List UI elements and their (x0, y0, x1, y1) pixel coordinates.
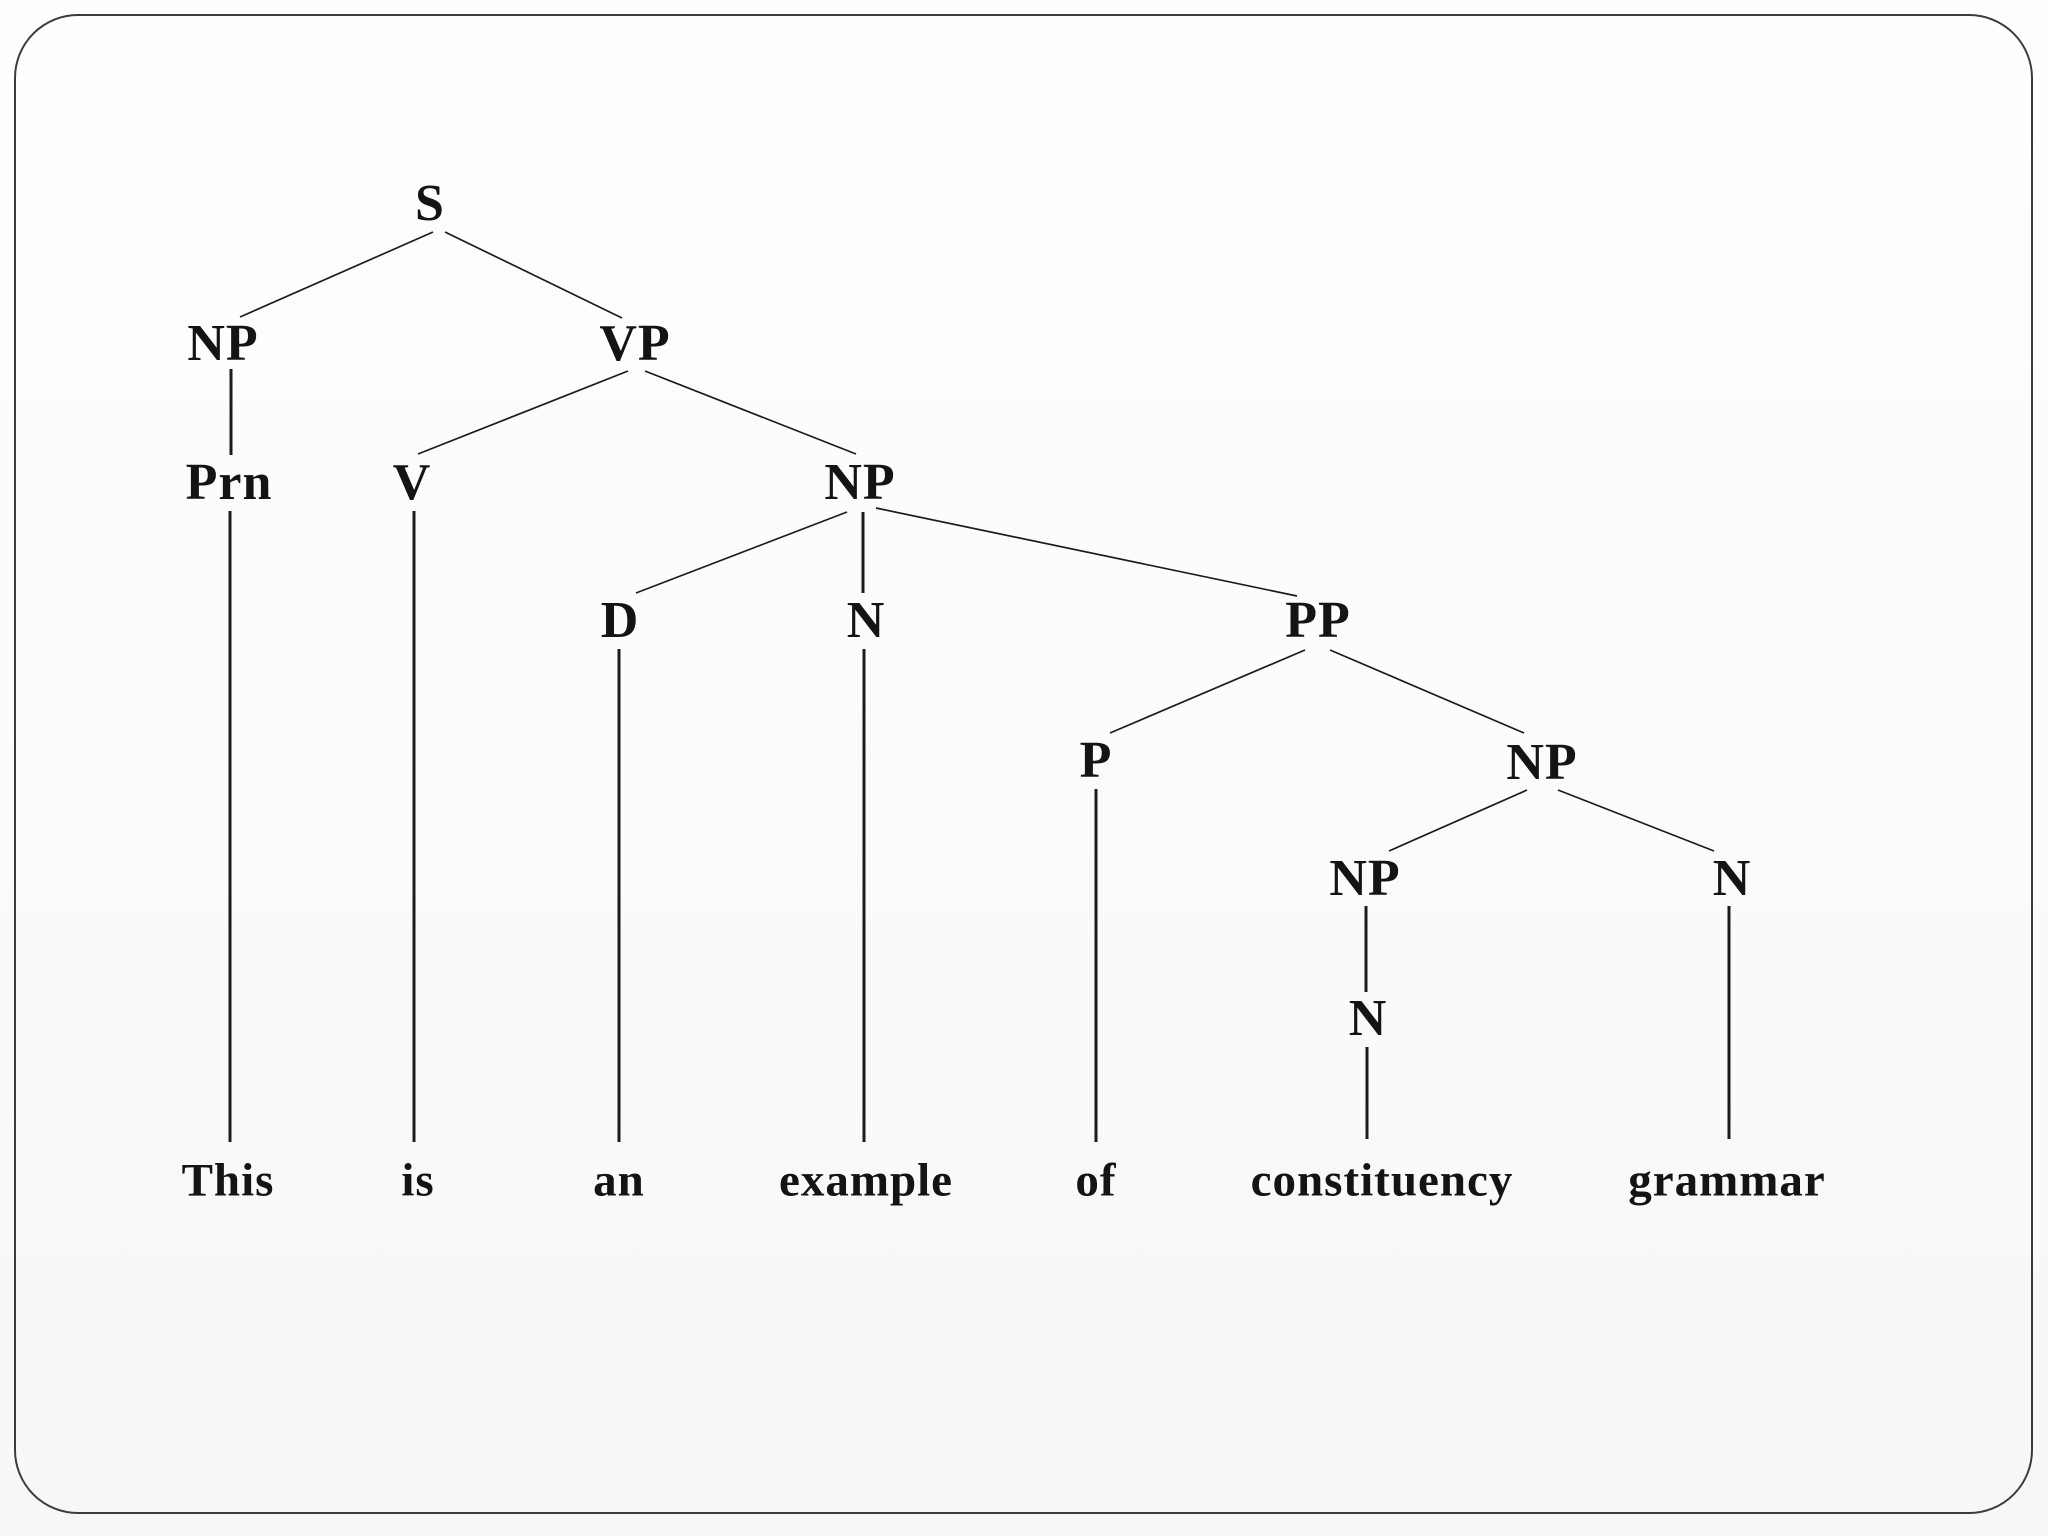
edge-s-to-vp (444, 231, 623, 319)
edge-s-to-np-subject (239, 231, 434, 318)
tree-node-prn: Prn (185, 454, 273, 511)
tree-node-s: S (415, 175, 445, 232)
word-constituency: constituency (1250, 1154, 1514, 1207)
edge-vp-to-np-object (644, 370, 857, 455)
edge-np-object-to-pp (875, 507, 1298, 597)
tree-node-n-example: N (846, 592, 886, 649)
word-grammar: grammar (1628, 1154, 1826, 1207)
word-an: an (593, 1154, 645, 1207)
edge-np-pp-to-n-grammar (1557, 789, 1715, 852)
edge-np-pp-to-np-inner (1388, 789, 1528, 852)
tree-node-p: P (1079, 732, 1113, 789)
tree-node-vp: VP (599, 315, 671, 372)
tree-node-n-constituency: N (1348, 990, 1388, 1047)
edge-pp-to-np-pp-object (1329, 649, 1525, 734)
tree-node-np-subject: NP (187, 315, 259, 372)
tree-node-d: D (600, 592, 640, 649)
tree-node-np-inner: NP (1329, 850, 1401, 907)
edge-vp-to-v (417, 370, 629, 455)
word-example: example (778, 1154, 954, 1207)
tree-node-v: V (392, 454, 432, 511)
tree-node-pp: PP (1285, 592, 1351, 649)
word-this: This (181, 1154, 275, 1207)
tree-node-n-grammar: N (1712, 850, 1752, 907)
tree-node-np-pp-object: NP (1506, 734, 1578, 791)
tree-node-np-object: NP (824, 454, 896, 511)
word-of: of (1075, 1154, 1117, 1207)
word-is: is (401, 1154, 435, 1207)
edge-pp-to-p (1109, 649, 1306, 734)
edge-np-object-to-d (635, 511, 848, 594)
slide-border (14, 14, 2033, 1514)
